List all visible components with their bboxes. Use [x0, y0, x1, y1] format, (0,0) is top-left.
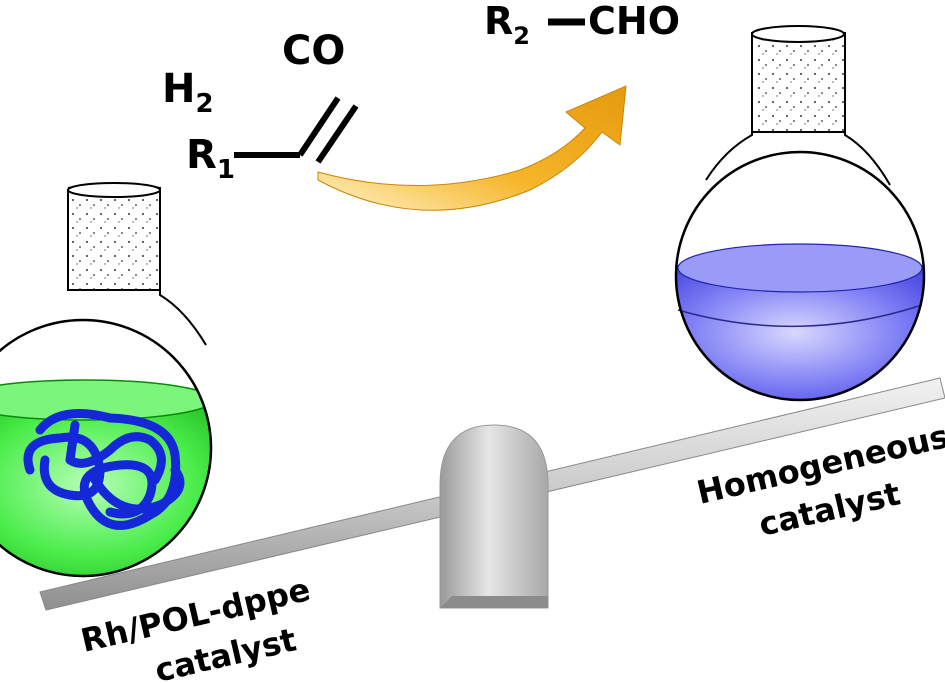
double-bond-b: [315, 104, 359, 164]
double-bond-a: [297, 96, 341, 157]
hydrogen-label: H2: [162, 66, 214, 119]
green-liquid: [0, 379, 211, 576]
right-flask: [674, 25, 926, 402]
product-r-label: R2: [484, 0, 530, 50]
left-flask-stopper: [67, 189, 161, 291]
product-structure: R2 CHO: [484, 0, 680, 50]
polymer-catalyst-scribble: [23, 409, 185, 530]
fulcrum: [439, 424, 549, 609]
alkene-structure: [234, 96, 359, 164]
aldehyde-label: CHO: [588, 0, 680, 43]
reactant-r-label: R1: [186, 132, 235, 185]
reaction-arrow: [317, 85, 627, 211]
left-flask: [0, 182, 213, 578]
right-flask-stopper: [751, 33, 846, 133]
carbon-monoxide-label: CO: [282, 28, 345, 74]
